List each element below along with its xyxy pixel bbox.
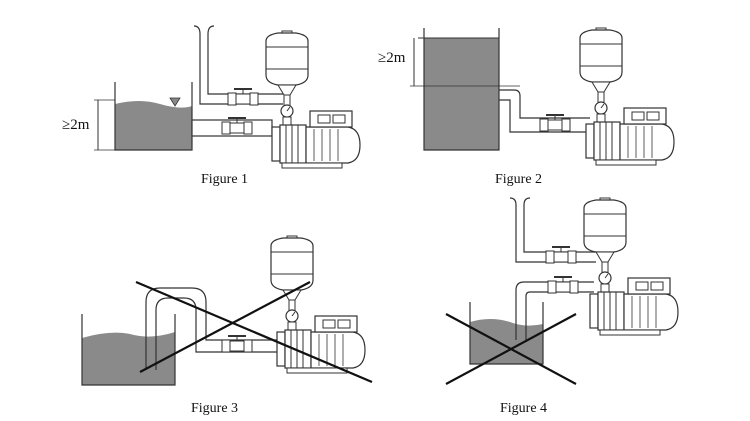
figure-caption: Figure 2 bbox=[495, 172, 542, 187]
prohibited-cross bbox=[445, 313, 577, 385]
pump-set bbox=[270, 235, 366, 374]
figure-caption: Figure 4 bbox=[500, 401, 547, 416]
prohibited-cross bbox=[139, 281, 311, 373]
water-body bbox=[82, 332, 175, 385]
figure-caption: Figure 3 bbox=[191, 401, 238, 416]
figure-caption: Figure 1 bbox=[201, 172, 248, 187]
pump-set bbox=[265, 30, 361, 169]
pump-set bbox=[583, 197, 679, 336]
water-body bbox=[424, 38, 499, 150]
figure-2: ≥2m Figure 2 bbox=[378, 27, 675, 187]
water-body bbox=[115, 101, 192, 150]
height-label: ≥2m bbox=[378, 50, 406, 66]
figure-3: Figure 3 bbox=[81, 235, 373, 416]
figure-1: ≥2m Figure 1 bbox=[62, 25, 361, 187]
water-body bbox=[470, 319, 543, 364]
pump-set bbox=[579, 27, 675, 166]
figure-4: Figure 4 bbox=[445, 197, 679, 416]
height-label: ≥2m bbox=[62, 117, 90, 133]
prohibited-cross bbox=[135, 280, 373, 384]
water-level-marker bbox=[169, 97, 181, 107]
